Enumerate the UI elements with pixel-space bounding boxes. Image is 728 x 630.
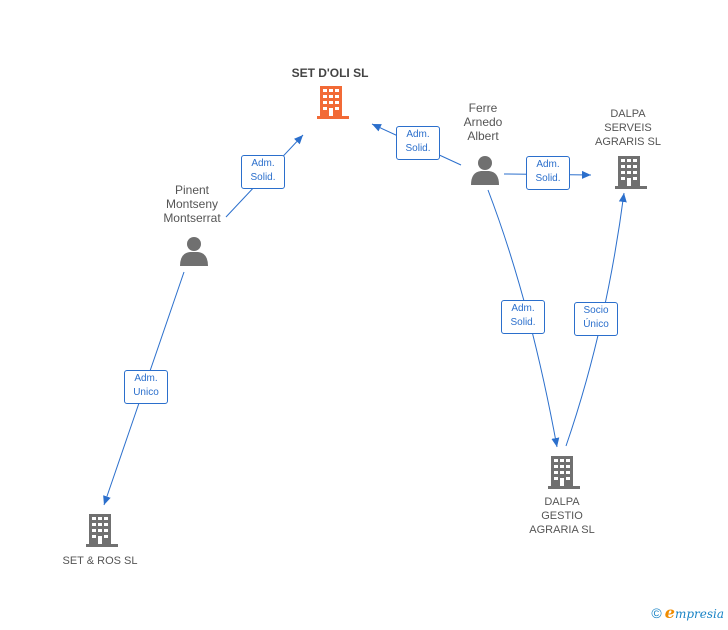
company-label-dalpa-gestio[interactable]: DALPA GESTIO AGRARIA SL	[529, 496, 595, 536]
building-icon-dalpa-gestio[interactable]	[548, 456, 580, 489]
edge-label-pinent-setdoli: Adm. Solid.	[241, 155, 285, 189]
building-icon-set-ros[interactable]	[86, 514, 118, 547]
brand-e-letter: e	[664, 603, 675, 622]
person-icon-pinent[interactable]	[180, 237, 208, 266]
copyright-icon: ©	[651, 605, 662, 621]
company-label-set-doli[interactable]: SET D'OLI SL	[291, 66, 369, 80]
person-icon-ferre[interactable]	[471, 156, 499, 185]
person-label-ferre[interactable]: Ferre Arnedo Albert	[463, 101, 503, 143]
company-label-dalpa-serveis[interactable]: DALPA SERVEIS AGRARIS SL	[594, 108, 662, 148]
edge-label-ferre-setdoli: Adm. Solid.	[396, 126, 440, 160]
edge-label-gestio-serveis: Socio Único	[574, 302, 618, 336]
edge-label-ferre-gestio: Adm. Solid.	[501, 300, 545, 334]
building-icon-set-doli[interactable]	[317, 86, 349, 119]
edge-label-ferre-serveis: Adm. Solid.	[526, 156, 570, 190]
edge-label-pinent-setros: Adm. Unico	[124, 370, 168, 404]
building-icon-dalpa-serveis[interactable]	[615, 156, 647, 189]
empresia-logo[interactable]: ©empresia	[651, 603, 724, 622]
person-label-pinent[interactable]: Pinent Montseny Montserrat	[163, 183, 221, 225]
brand-name: mpresia	[674, 607, 724, 621]
company-label-set-ros[interactable]: SET & ROS SL	[62, 555, 138, 567]
